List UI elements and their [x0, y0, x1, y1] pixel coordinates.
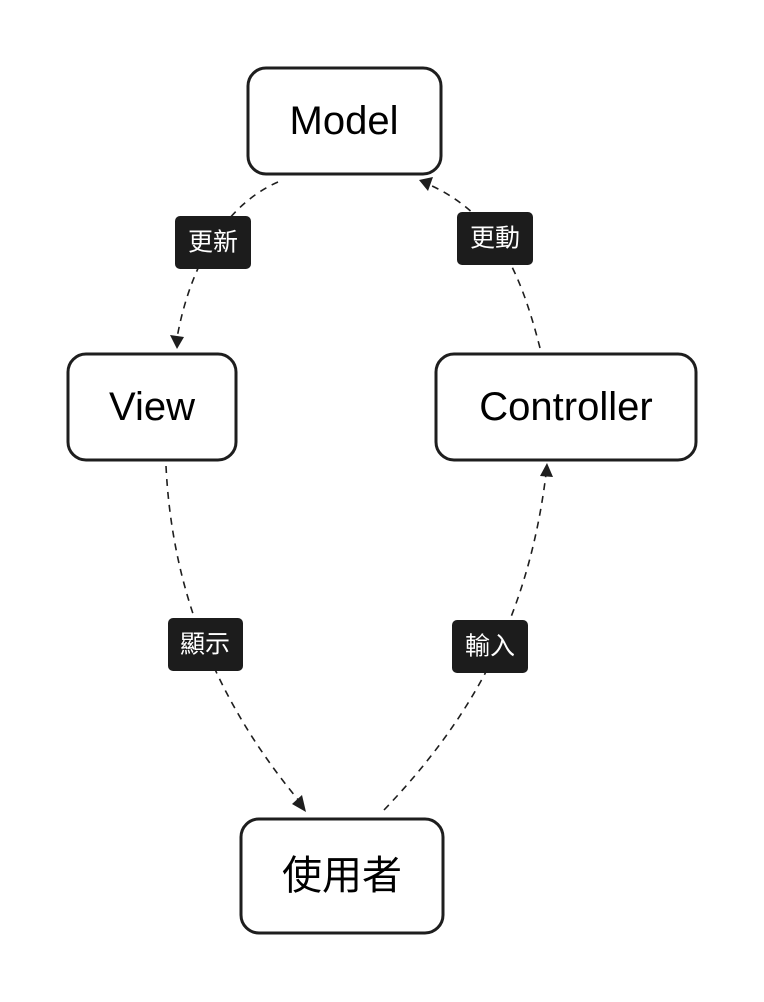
edge-label-input: 輸入	[452, 620, 528, 673]
node-model-label: Model	[290, 99, 399, 143]
node-view-label: View	[109, 385, 195, 429]
edge-label-display-text: 顯示	[180, 630, 230, 659]
arrowhead-model-to-view	[170, 335, 184, 349]
edge-label-modify-badge	[457, 212, 533, 265]
edge-label-modify: 更動	[457, 212, 533, 265]
node-user-box	[239, 817, 445, 935]
edge-label-update-text: 更新	[188, 228, 238, 257]
node-user-label: 使用者	[282, 854, 402, 898]
edge-label-update: 更新	[175, 216, 251, 269]
node-user: 使用者	[239, 817, 445, 935]
edge-label-update-badge	[175, 216, 251, 269]
edge-label-display-badge	[168, 618, 243, 671]
edge-view-to-user-line	[165, 465, 301, 803]
edge-label-input-badge	[452, 620, 528, 673]
edge-label-modify-text: 更動	[470, 224, 520, 253]
edge-model-to-view	[170, 181, 279, 349]
node-view-box	[66, 352, 238, 462]
arrowhead-controller-to-model	[419, 177, 433, 191]
node-controller-box	[434, 352, 698, 462]
node-controller: Controller	[434, 352, 698, 462]
edge-view-to-user	[165, 465, 306, 812]
arrowhead-user-to-controller	[540, 463, 553, 477]
edge-label-display: 顯示	[168, 618, 243, 671]
node-view: View	[66, 352, 238, 462]
node-model-box	[246, 66, 443, 176]
node-model: Model	[246, 66, 443, 176]
edge-controller-to-model-line	[429, 184, 541, 349]
edge-label-input-text: 輸入	[465, 632, 515, 661]
node-controller-label: Controller	[479, 385, 652, 429]
arrowhead-view-to-user	[292, 795, 306, 812]
